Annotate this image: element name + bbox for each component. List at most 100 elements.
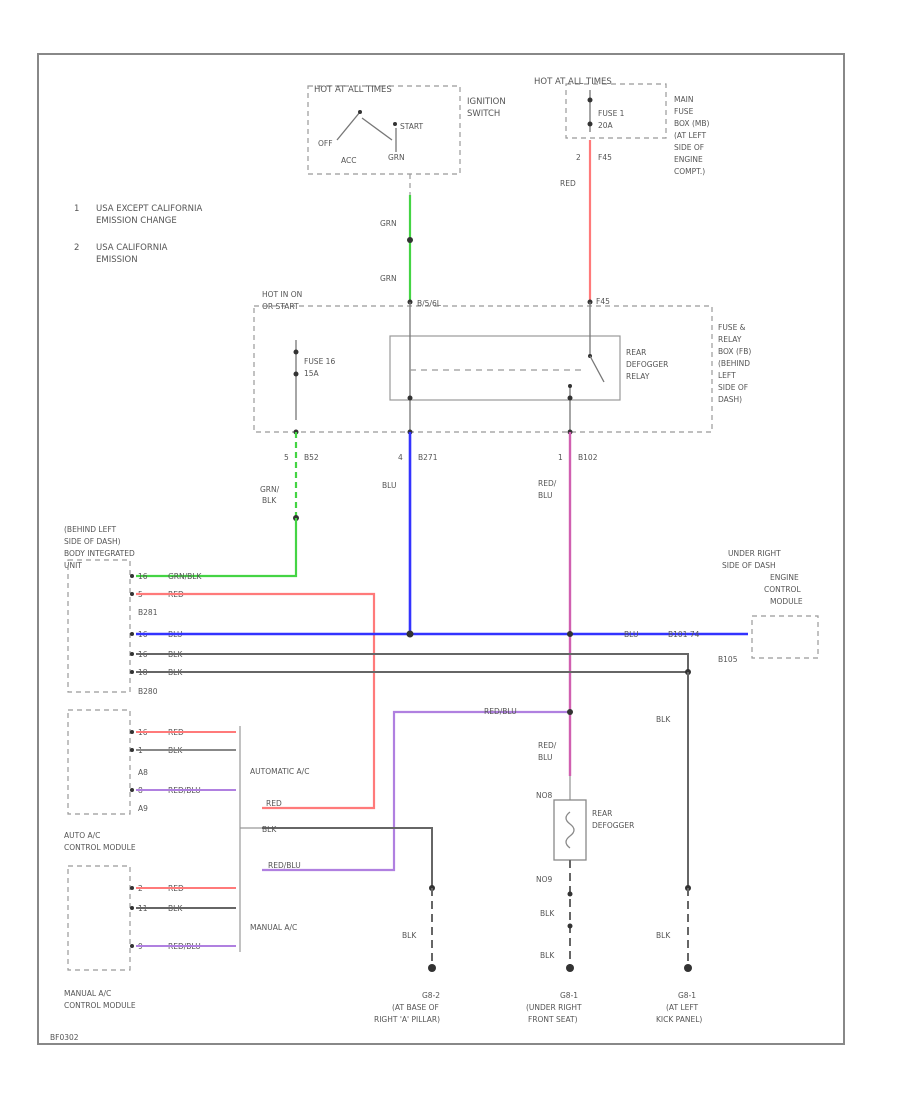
mainfuse-pin: 2 [576, 153, 581, 162]
relaybox-pin-c: 1 [558, 453, 563, 462]
mainfuse-connector: F45 [598, 153, 612, 162]
ignition-header: HOT AT ALL TIMES [314, 85, 392, 95]
right-blk-label-1: BLK [656, 715, 671, 724]
ignition-acc-label: ACC [341, 156, 356, 165]
bus-redblu-label: RED/BLU [268, 861, 301, 870]
engine-control-module: UNDER RIGHT SIDE OF DASH ENGINE CONTROL … [624, 549, 819, 664]
relaybox-title-1: FUSE & [718, 323, 746, 332]
defogger-feed-2: BLU [538, 753, 552, 762]
note-1-line2: EMISSION CHANGE [96, 216, 177, 226]
ignition-switch: HOT AT ALL TIMES IGNITION SWITCH OFF STA… [307, 85, 506, 195]
mainfuse-fuse-rating: 20A [598, 121, 614, 130]
defogger-term-top: NO8 [536, 791, 553, 800]
manual-ac-label: MANUAL A/C [250, 923, 297, 932]
ecm-wire-label: BLU [624, 630, 638, 639]
relaybox-conn-left: B/5/6L [417, 299, 442, 308]
ignition-title-2: SWITCH [467, 109, 500, 119]
bus-blk-label: BLK [262, 825, 277, 834]
relaybox-title-5: LEFT [718, 371, 736, 380]
relaybox-conn-c: B102 [578, 453, 598, 462]
relay-title-3: RELAY [626, 372, 650, 381]
manual-ac-control-module: 2 RED 11 BLK 9 RED/BLU MANUAL A/C CONTRO… [64, 865, 236, 1010]
defogger-junction-wire: RED/BLU [484, 707, 517, 716]
ecm-title-5: MODULE [770, 597, 803, 606]
defogger-title-1: REAR [592, 809, 612, 818]
footer-code: BF0302 [50, 1033, 79, 1042]
ac-bus-bracket: AUTOMATIC A/C MANUAL A/C RED BLK RED/BLU [239, 726, 309, 952]
bim-bus-wires [136, 592, 748, 810]
wire-redblu-label-2: BLU [538, 491, 552, 500]
relay-title-1: REAR [626, 348, 646, 357]
ground-3-line2: KICK PANEL) [656, 1015, 702, 1024]
bim-row-1-pin: 16 [138, 572, 148, 581]
relaybox-hot-1: HOT IN ON [262, 290, 302, 299]
ground-g8-1-seat-icon [566, 964, 574, 972]
wire-grn-label-1: GRN [380, 219, 397, 228]
fuse-relay-box: HOT IN ON OR START B/5/6L F45 FUSE 16 15… [253, 290, 751, 462]
bim-row-3-wire: B281 [138, 608, 158, 617]
note-1-number: 1 [74, 204, 79, 214]
ground-3-name: G8-1 [678, 991, 696, 1000]
ground-3-line1: (AT LEFT [666, 1003, 699, 1012]
diagram-border [37, 53, 845, 1045]
relaybox-conn-b: B271 [418, 453, 438, 462]
relaybox-pin-a: 5 [284, 453, 289, 462]
top-wires: GRN GRN RED [380, 140, 592, 302]
autoac-connector: A9 [138, 804, 148, 813]
defogger-blk-2: BLK [540, 951, 555, 960]
mainfuse-title-5: SIDE OF [674, 143, 704, 152]
note-2-number: 2 [74, 243, 79, 253]
autoac-module-2: CONTROL MODULE [64, 843, 136, 852]
bim-title-3: BODY INTEGRATED [64, 549, 135, 558]
autoac-row-3-wire: A8 [138, 768, 148, 777]
ignition-off-label: OFF [318, 139, 333, 148]
defogger-feed-1: RED/ [538, 741, 557, 750]
ecm-title-3: ENGINE [770, 573, 799, 582]
ground-1-line1: (AT BASE OF [392, 1003, 439, 1012]
relaybox-pin-b: 4 [398, 453, 403, 462]
manualac-module-1: MANUAL A/C [64, 989, 111, 998]
relaybox-title-2: RELAY [718, 335, 742, 344]
ground-g8-2-icon [428, 964, 436, 972]
ground-g8-1-kick-icon [684, 964, 692, 972]
ground-2-line2: FRONT SEAT) [528, 1015, 578, 1024]
wire-grnblk-label-1: GRN/ [260, 485, 280, 494]
right-blk-label-2: BLK [656, 931, 671, 940]
body-integrated-unit: (BEHIND LEFT SIDE OF DASH) BODY INTEGRAT… [64, 525, 202, 696]
mainfuse-fuse-name: FUSE 1 [598, 109, 625, 118]
main-fuse-box: HOT AT ALL TIMES FUSE 1 20A MAIN FUSE BO… [534, 77, 710, 176]
ground-1-name: G8-2 [422, 991, 440, 1000]
wire-redblu-label-1: RED/ [538, 479, 557, 488]
defogger-title-2: DEFOGGER [592, 821, 634, 830]
note-2-line1: USA CALIFORNIA [96, 243, 168, 253]
note-2-line2: EMISSION [96, 255, 138, 265]
bim-row-1-wire: GRN/BLK [168, 572, 202, 581]
bim-title-4: UNIT [64, 561, 82, 570]
mainfuse-title-6: ENGINE [674, 155, 703, 164]
manualac-module-2: CONTROL MODULE [64, 1001, 136, 1010]
ecm-connector: B105 [718, 655, 738, 664]
mainfuse-title-3: BOX (MB) [674, 119, 710, 128]
defogger-blk-1: BLK [540, 909, 555, 918]
wire-blu-label: BLU [382, 481, 396, 490]
right-blk-wire: BLK BLK [656, 672, 691, 968]
rear-defogger-circuit: RED/BLU RED/ BLU NO8 REAR DEFOGGER NO9 B… [262, 707, 634, 968]
wire-grnblk-label-2: BLK [262, 496, 277, 505]
lower-feed-wires: GRN/ BLK BLU RED/ BLU [136, 432, 572, 776]
mainfuse-header: HOT AT ALL TIMES [534, 77, 612, 87]
mid-blk-wire: BLK [262, 827, 435, 968]
ground-points: G8-2 (AT BASE OF RIGHT 'A' PILLAR) G8-1 … [374, 964, 702, 1024]
notes-legend: 1 USA EXCEPT CALIFORNIA EMISSION CHANGE … [74, 204, 203, 265]
mainfuse-title-4: (AT LEFT [674, 131, 707, 140]
relaybox-title-7: DASH) [718, 395, 742, 404]
auto-ac-control-module: 16 RED 1 BLK A8 8 RED/BLU A9 AUTO A/C CO… [64, 709, 236, 852]
relaybox-title-3: BOX (FB) [718, 347, 751, 356]
relaybox-conn-right: F45 [596, 297, 610, 306]
mainfuse-title-2: FUSE [674, 107, 694, 116]
mainfuse-title-1: MAIN [674, 95, 693, 104]
mainfuse-title-7: COMPT.) [674, 167, 705, 176]
relaybox-title-4: (BEHIND [718, 359, 750, 368]
mid-blk-label: BLK [402, 931, 417, 940]
automatic-ac-label: AUTOMATIC A/C [250, 767, 309, 776]
